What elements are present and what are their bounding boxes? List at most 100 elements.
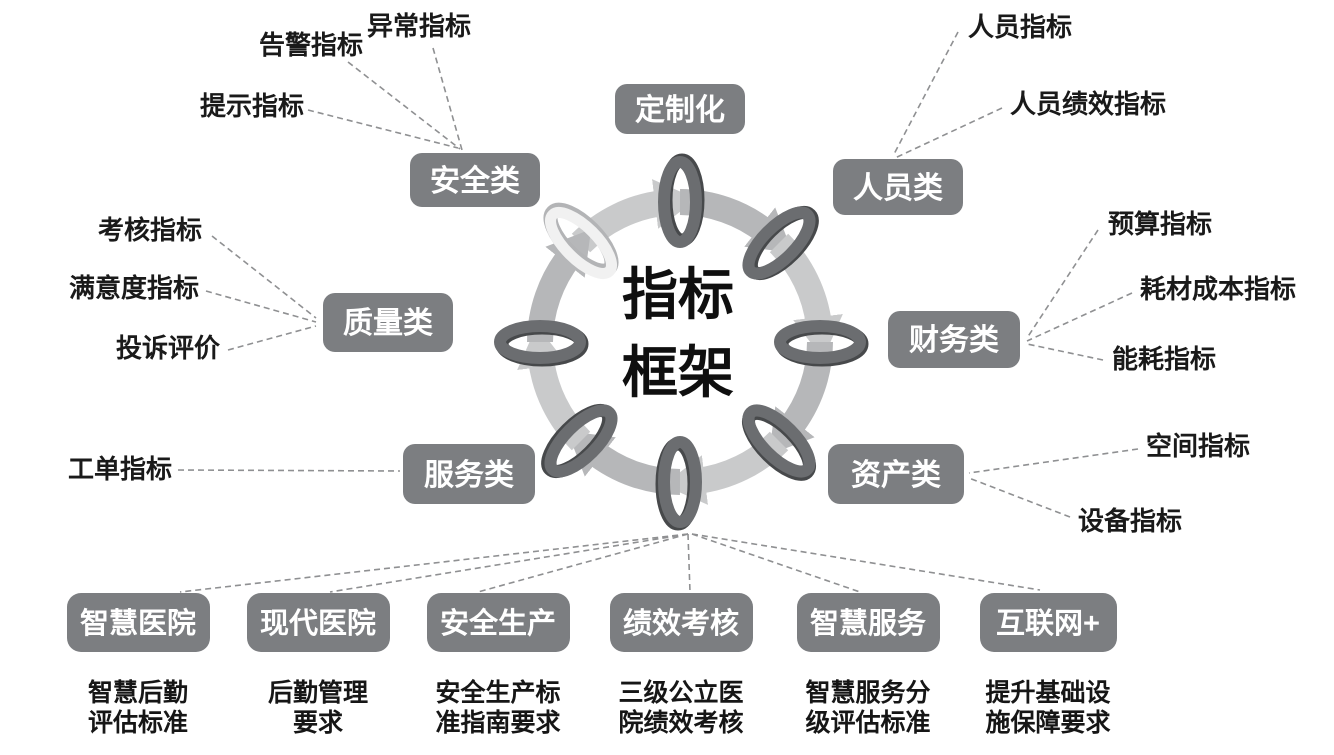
arc-segment — [567, 430, 681, 495]
bottom-node-performance: 绩效考核 三级公立医 院绩效考核 — [610, 593, 753, 737]
leaf-budget: 预算指标 — [1108, 209, 1212, 239]
center-title-line2: 框架 — [622, 341, 734, 404]
leaf-alarm: 告警指标 — [259, 30, 363, 60]
ring-top-left-white — [543, 202, 619, 279]
ring-right — [774, 320, 869, 367]
bottom-node-internet-plus: 互联网+ 提升基础设 施保障要求 — [980, 593, 1117, 737]
arc-segment — [768, 341, 833, 455]
bottom-node-smart-service: 智慧服务 智慧服务分 级评估标准 — [797, 593, 940, 737]
arc-segment — [663, 431, 789, 505]
connector-lines — [177, 31, 1139, 593]
connector-abnormal — [432, 47, 463, 151]
leaf-hint: 提示指标 — [200, 91, 304, 121]
bottom-caption-line1: 智慧后勤 — [88, 678, 188, 707]
bottom-label: 智慧服务 — [810, 607, 926, 640]
connector-assessment — [211, 235, 317, 319]
category-label: 资产类 — [851, 459, 941, 492]
connector-bottom-6 — [691, 533, 1041, 591]
category-label: 安全类 — [430, 164, 520, 198]
connector-consumable — [1026, 292, 1133, 342]
bottom-caption-line2: 要求 — [293, 709, 343, 737]
bottom-caption-line1: 智慧服务分 — [805, 678, 930, 707]
bottom-caption-line1: 三级公立医 — [618, 678, 743, 707]
bottom-box — [67, 593, 210, 652]
connector-hint — [307, 109, 459, 149]
bottom-caption-line1: 安全生产标 — [435, 678, 560, 707]
category-box — [828, 444, 964, 504]
category-asset: 资产类 — [828, 444, 964, 504]
category-label: 财务类 — [909, 324, 999, 357]
bottom-node-smart-hospital: 智慧医院 智慧后勤 评估标准 — [67, 593, 210, 737]
ring-bottom-right — [742, 404, 816, 481]
category-label: 定制化 — [635, 93, 725, 127]
connector-equipment — [968, 477, 1071, 518]
category-box — [323, 293, 453, 352]
category-box — [833, 159, 963, 215]
leaf-space: 空间指标 — [1146, 431, 1250, 461]
category-label: 质量类 — [343, 307, 433, 340]
category-safety: 安全类 — [410, 153, 540, 207]
connector-bottom-4 — [687, 533, 691, 593]
bottom-box — [427, 593, 570, 652]
connector-energy — [1026, 343, 1104, 361]
category-label: 服务类 — [424, 459, 514, 492]
connector-bottom-1 — [179, 533, 689, 593]
ring-bottom-left — [541, 404, 618, 478]
connector-space — [968, 448, 1139, 474]
connector-workorder — [177, 469, 401, 472]
center-title-line1: 指标 — [622, 263, 734, 326]
arc-segment — [769, 233, 843, 359]
connector-satisfaction — [205, 290, 317, 323]
bottom-node-modern-hospital: 现代医院 后勤管理 要求 — [247, 593, 390, 737]
leaf-satisfaction: 满意度指标 — [69, 273, 199, 303]
ring-top-right — [742, 206, 819, 280]
bottom-caption-line1: 提升基础设 — [985, 679, 1110, 707]
ring-top — [658, 153, 705, 248]
bottom-caption-line2: 院绩效考核 — [618, 708, 743, 737]
connector-complaint — [227, 325, 317, 351]
cycle-graphic — [494, 153, 869, 531]
connector-personnel — [892, 31, 959, 157]
bottom-node-safe-production: 安全生产 安全生产标 准指南要求 — [427, 593, 570, 737]
bottom-box — [980, 593, 1117, 652]
leaf-abnormal: 异常指标 — [367, 11, 471, 41]
connector-bottom-3 — [477, 533, 689, 593]
leaf-personnel-perf: 人员绩效指标 — [1010, 89, 1166, 119]
bottom-caption-line2: 评估标准 — [88, 709, 188, 737]
category-box — [615, 84, 745, 134]
bottom-label: 安全生产 — [440, 606, 556, 640]
bottom-label: 互联网+ — [996, 607, 1100, 640]
connector-budget — [1026, 229, 1099, 339]
bottom-label: 绩效考核 — [623, 607, 739, 640]
category-customization: 定制化 — [615, 84, 745, 134]
category-finance: 财务类 — [888, 311, 1020, 368]
bottom-caption-line2: 级评估标准 — [805, 708, 930, 737]
leaf-workorder: 工单指标 — [68, 454, 172, 484]
bottom-box — [797, 593, 940, 652]
arc-segment — [517, 325, 591, 451]
bottom-box — [247, 593, 390, 652]
bottom-row: 智慧医院 智慧后勤 评估标准 现代医院 后勤管理 要求 安全生产 安全生产标 准… — [67, 593, 1117, 737]
leaf-equipment: 设备指标 — [1078, 506, 1182, 536]
center-title: 指标 框架 — [622, 263, 734, 404]
connector-personnel-perf — [894, 107, 1003, 159]
bottom-label: 智慧医院 — [80, 606, 196, 640]
category-personnel: 人员类 — [833, 159, 963, 215]
bottom-caption-line2: 施保障要求 — [985, 708, 1110, 737]
bottom-caption-line1: 后勤管理 — [268, 678, 368, 707]
connector-bottom-2 — [329, 533, 689, 593]
bottom-caption-line2: 准指南要求 — [435, 709, 560, 737]
ring-left — [494, 320, 589, 367]
category-service: 服务类 — [403, 444, 535, 504]
bottom-label: 现代医院 — [260, 606, 376, 640]
leaf-complaint: 投诉评价 — [116, 333, 221, 363]
ring-bottom — [655, 436, 702, 531]
connector-alarm — [347, 61, 461, 150]
leaf-personnel: 人员指标 — [968, 12, 1072, 42]
connector-bottom-5 — [691, 533, 861, 593]
leaf-assessment: 考核指标 — [98, 215, 202, 245]
bottom-box — [610, 593, 753, 652]
category-label: 人员类 — [853, 172, 943, 205]
